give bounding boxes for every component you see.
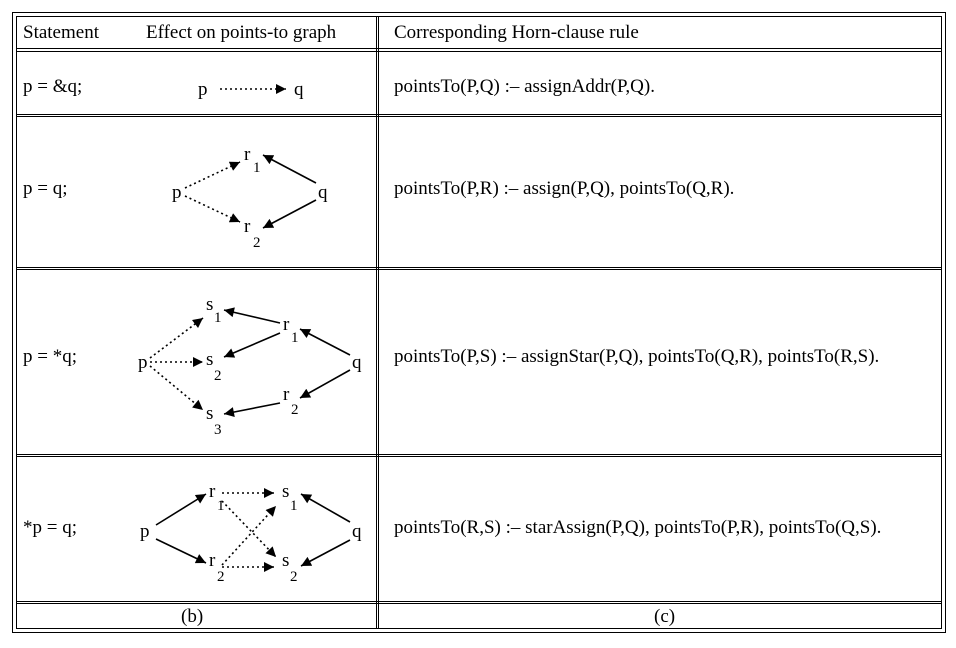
statement-address-of: p = &q; — [23, 76, 82, 97]
rule-assign-addr: pointsTo(P,Q) :– assignAddr(P,Q). — [394, 76, 655, 97]
statement-load: p = *q; — [23, 346, 77, 367]
node-r1: r — [209, 481, 216, 502]
node-r2-sub: 2 — [253, 235, 261, 251]
node-r1: r — [244, 144, 251, 165]
rule-assign-star: pointsTo(P,S) :– assignStar(P,Q), points… — [394, 346, 879, 367]
edge-q-r2 — [262, 199, 317, 229]
edge-r2-s3 — [223, 402, 281, 417]
header-effect: Effect on points-to graph — [146, 22, 337, 43]
edge-p-r2 — [184, 195, 241, 223]
statement-copy: p = q; — [23, 178, 68, 199]
row-dividers — [16, 48, 941, 604]
node-r2: r — [283, 384, 290, 405]
edge-p-r1 — [155, 493, 207, 526]
node-s2-sub: 2 — [214, 368, 222, 384]
graph-store: p r 1 r 2 s 1 s 2 q — [140, 481, 362, 585]
graph-copy: p r 1 r 2 q — [172, 144, 328, 251]
edge-p-s3 — [149, 365, 204, 411]
node-s2: s — [206, 349, 213, 370]
footer-label-c: (c) — [654, 606, 675, 627]
footer-label-b: (b) — [181, 606, 203, 627]
inner-frame — [16, 16, 942, 629]
node-p: p — [172, 182, 182, 203]
edge-r1-s2 — [223, 332, 281, 358]
graph-address-of: p q — [198, 79, 304, 100]
edge-q-s2 — [300, 539, 351, 567]
node-r2-sub: 2 — [291, 402, 299, 418]
edge-r1-s1 — [223, 307, 281, 324]
statement-store: *p = q; — [23, 517, 77, 538]
node-r2: r — [209, 550, 216, 571]
node-s2-sub: 2 — [290, 569, 298, 585]
header-rule: Corresponding Horn-clause rule — [394, 22, 639, 43]
edge-p-r2 — [155, 538, 207, 564]
edge-q-r2 — [299, 369, 351, 399]
node-p: p — [140, 521, 150, 542]
node-q: q — [352, 521, 362, 542]
edge-r2-s1 — [221, 505, 277, 566]
node-p: p — [198, 79, 208, 100]
edge-q-s1 — [300, 493, 351, 523]
node-s1-sub: 1 — [290, 498, 298, 514]
node-s1: s — [282, 481, 289, 502]
node-s3: s — [206, 403, 213, 424]
node-q: q — [294, 79, 304, 100]
edge-q-r1 — [299, 328, 351, 356]
node-r1-sub: 1 — [253, 160, 261, 176]
node-p: p — [138, 352, 148, 373]
graph-load: p s 1 s 2 s 3 r 1 r 2 q — [138, 294, 362, 438]
node-r1-sub: 1 — [217, 498, 225, 514]
node-q: q — [352, 352, 362, 373]
header-statement: Statement — [23, 22, 100, 43]
edge-p-s1 — [149, 317, 204, 359]
node-r2: r — [244, 216, 251, 237]
edge-p-r1 — [184, 161, 241, 189]
node-r1-sub: 1 — [291, 330, 299, 346]
node-r2-sub: 2 — [217, 569, 225, 585]
node-s2: s — [282, 550, 289, 571]
node-r1: r — [283, 314, 290, 335]
rule-assign: pointsTo(P,R) :– assign(P,Q), pointsTo(Q… — [394, 178, 734, 199]
outer-frame — [12, 12, 946, 633]
edge-r1-s2 — [221, 500, 277, 558]
node-s3-sub: 3 — [214, 422, 222, 438]
node-s1: s — [206, 294, 213, 315]
edge-q-r1 — [262, 154, 317, 184]
node-q: q — [318, 182, 328, 203]
rule-star-assign: pointsTo(R,S) :– starAssign(P,Q), points… — [394, 517, 881, 538]
node-s1-sub: 1 — [214, 310, 222, 326]
